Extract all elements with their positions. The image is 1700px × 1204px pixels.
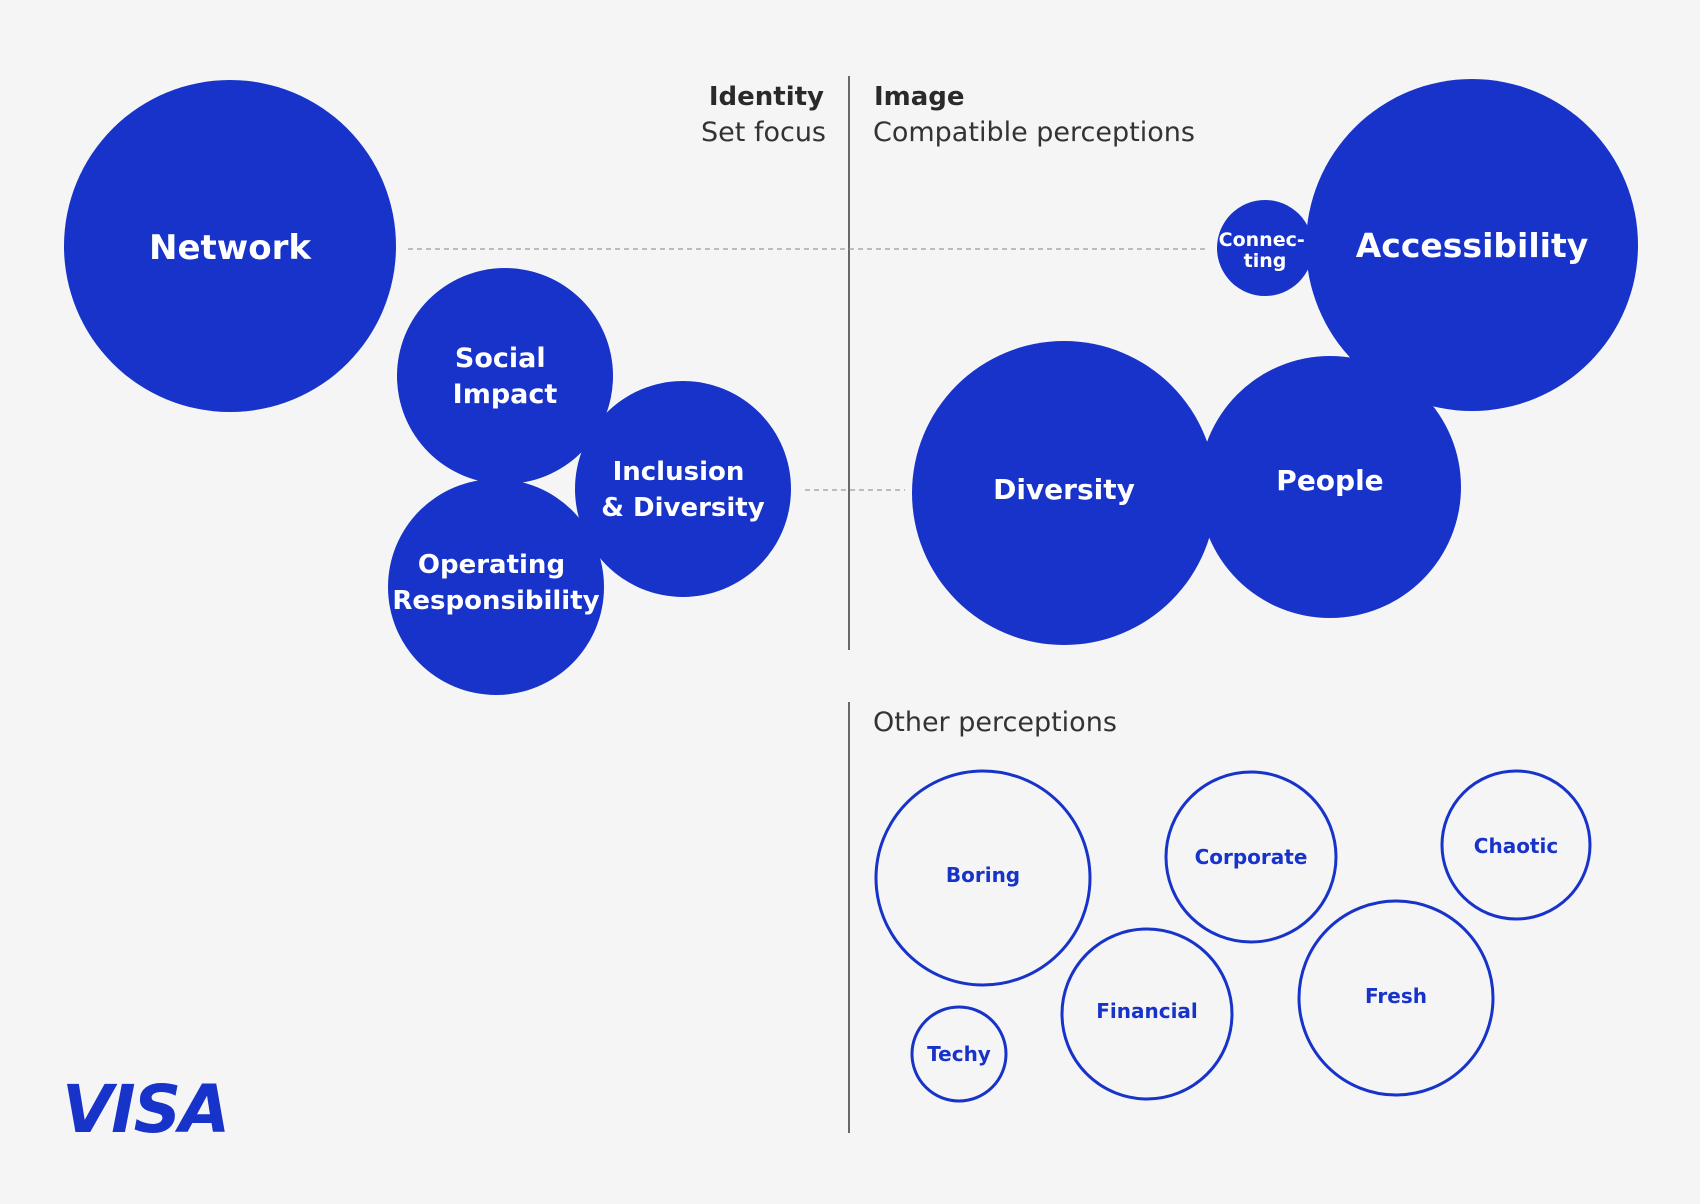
svg-text:Fresh: Fresh — [1365, 984, 1427, 1008]
bubble-techy: Techy — [910, 1005, 1008, 1103]
bubble-label: Boring — [946, 863, 1020, 887]
svg-text:Financial: Financial — [1096, 999, 1198, 1023]
bubble-social-impact: Social Impact — [397, 268, 613, 484]
bubble-chaotic: Chaotic — [1440, 769, 1592, 921]
bubble-diversity: Diversity — [912, 341, 1216, 645]
image-title: Image — [874, 82, 965, 112]
bubble-network: Network — [64, 80, 396, 412]
svg-text:Social Impact: Social Impact — [453, 343, 558, 410]
svg-text:Network: Network — [149, 228, 312, 268]
svg-text:Techy: Techy — [927, 1042, 991, 1066]
bubble-label: Connec- — [1219, 229, 1305, 251]
image-subtitle: Compatible perceptions — [873, 117, 1195, 148]
bubble-connecting: Connec- ting — [1217, 200, 1313, 296]
svg-text:Connec- ting: Connec- ting — [1219, 229, 1312, 272]
bubble-accessibility: Accessibility — [1306, 79, 1638, 411]
bubble-label: Inclusion — [613, 457, 745, 487]
bubble-label: People — [1276, 464, 1383, 497]
bubble-label: Techy — [927, 1042, 991, 1066]
bubble-people: People — [1199, 356, 1461, 618]
bubble-label: Chaotic — [1474, 834, 1558, 858]
svg-text:Boring: Boring — [946, 863, 1020, 887]
bubble-label: & Diversity — [601, 493, 764, 523]
bubble-label: Network — [149, 228, 312, 268]
bubble-operating-responsibility: Operating Responsibility — [388, 479, 604, 695]
svg-text:Chaotic: Chaotic — [1474, 834, 1558, 858]
svg-text:Diversity: Diversity — [993, 473, 1135, 506]
svg-text:Corporate: Corporate — [1195, 845, 1308, 869]
other-bubbles: Boring Corporate Chaotic Financial Fresh — [874, 769, 1592, 1103]
svg-text:People: People — [1276, 464, 1383, 497]
bubble-label: Social — [455, 343, 546, 374]
bubble-label: ting — [1244, 250, 1287, 272]
identity-title: Identity — [709, 82, 824, 112]
image-bubbles: Accessibility Connec- ting People Divers… — [912, 79, 1638, 645]
visa-logo: VISA — [62, 1071, 228, 1148]
bubble-label: Impact — [453, 379, 558, 410]
bubble-label: Diversity — [993, 473, 1135, 506]
bubble-label: Fresh — [1365, 984, 1427, 1008]
bubble-corporate: Corporate — [1164, 770, 1338, 944]
identity-bubbles: Network Social Impact Operating Responsi… — [64, 80, 791, 695]
bubble-inclusion-diversity: Inclusion & Diversity — [575, 381, 791, 597]
bubble-fresh: Fresh — [1297, 899, 1495, 1097]
bubble-label: Accessibility — [1356, 226, 1588, 265]
bubble-label: Operating — [418, 550, 565, 580]
other-perceptions-title: Other perceptions — [873, 707, 1117, 738]
svg-text:Accessibility: Accessibility — [1356, 226, 1588, 265]
identity-subtitle: Set focus — [701, 117, 826, 148]
svg-text:Operating Responsibili: Operating Responsibility — [392, 550, 599, 616]
bubble-boring: Boring — [874, 769, 1092, 987]
bubble-financial: Financial — [1060, 927, 1234, 1101]
bubble-label: Financial — [1096, 999, 1198, 1023]
bubble-label: Responsibility — [392, 586, 599, 616]
svg-text:Inclusion & Diversity: Inclusion & Diversity — [601, 457, 764, 523]
bubble-label: Corporate — [1195, 845, 1308, 869]
